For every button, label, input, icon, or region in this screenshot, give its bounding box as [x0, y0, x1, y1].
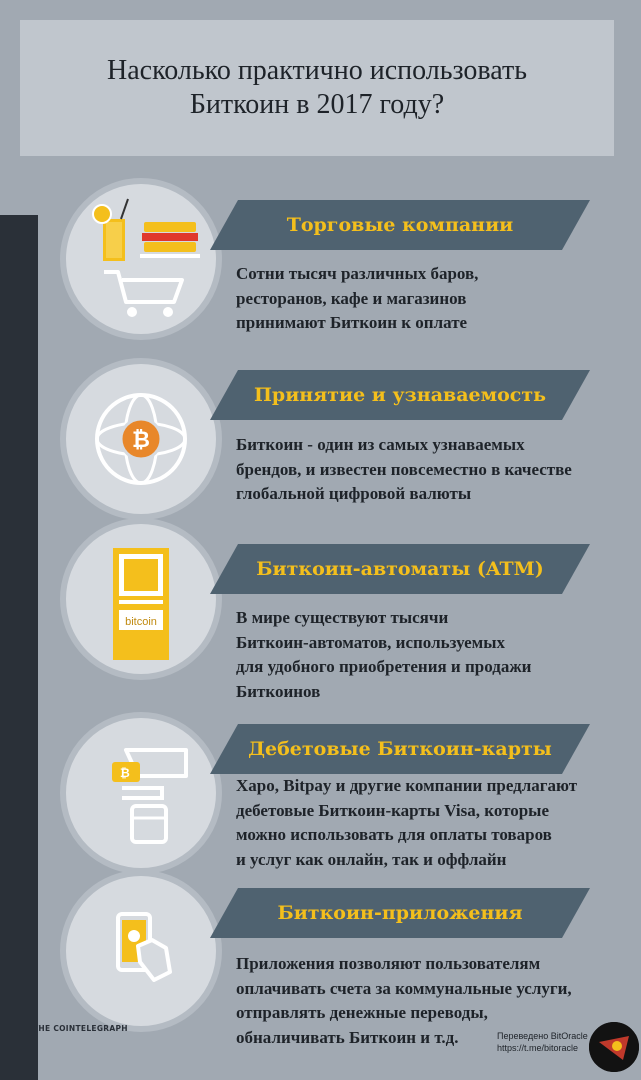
section-icon-circle — [60, 870, 222, 1032]
description-line: принимают Биткоин к оплате — [236, 313, 468, 332]
svg-text:₿: ₿ — [132, 428, 150, 453]
cointelegraph-logo: THE COINTELEGRAPH — [8, 1018, 128, 1038]
description-line: ресторанов, кафе и магазинов — [236, 288, 467, 308]
section-heading-banner: Биткоин-автоматы (ATM) — [210, 544, 590, 594]
description-line: обналичивать Биткоин и т.д. — [236, 1027, 459, 1047]
description-line: В мире существуют тысячи — [236, 608, 449, 627]
atm-bitcoin-label: bitcoin — [125, 616, 157, 628]
section-heading-banner: Биткоин-приложения — [210, 888, 590, 938]
description-line: для удобного приобретения и продажи — [236, 657, 532, 676]
svg-text:₿: ₿ — [120, 766, 130, 780]
bitoracle-logo-icon — [589, 1022, 639, 1072]
section-icon-circle: ₿ — [60, 358, 222, 520]
section-icon-circle: bitcoin — [60, 518, 222, 680]
credit-line: Переведено BitOracle — [497, 1031, 588, 1041]
description-line: Сотни тысяч различных баров, — [236, 264, 479, 283]
bitcoin-atm-icon: bitcoin — [113, 548, 169, 660]
section-description: Сотни тысяч различных баров, ресторанов,… — [236, 262, 636, 336]
section-heading-banner: Торговые компании — [210, 200, 590, 250]
section-description: В мире существуют тысячи Биткоин-автомат… — [236, 606, 636, 704]
section-description: Биткоин - один из самых узнаваемых бренд… — [236, 433, 636, 507]
mobile-app-icon — [116, 912, 172, 982]
section-heading-banner: Принятие и узнаваемость — [210, 370, 590, 420]
description-line: Xapo, Bitpay и другие компании предлагаю… — [236, 776, 578, 795]
dark-side-strip — [0, 215, 38, 1080]
description-line: и услуг как онлайн, так и оффлайн — [236, 849, 507, 869]
credit-link[interactable]: https://t.me/bitoracle — [497, 1043, 579, 1053]
section-icon-circle — [60, 178, 222, 340]
title-box: Насколько практично использовать Биткоин… — [20, 20, 614, 156]
description-line: брендов, и известен повсеместно в качест… — [236, 459, 572, 479]
translation-credit: Переведено BitOracle https://t.me/bitora… — [497, 1030, 588, 1054]
description-line: отправлять денежные переводы, — [236, 1003, 488, 1022]
shopping-icon — [92, 198, 200, 317]
section-heading: Дебетовые Биткоин-карты — [248, 738, 552, 760]
description-line: Биткоинов — [236, 681, 321, 701]
debit-card-icon: ₿ — [112, 748, 188, 844]
bitoracle-avatar — [589, 1022, 639, 1072]
section-heading: Торговые компании — [286, 214, 514, 236]
description-line: можно использовать для оплаты товаров — [236, 825, 552, 844]
description-line: оплачивать счета за коммунальные услуги, — [236, 978, 572, 998]
section-heading: Биткоин-приложения — [277, 902, 523, 924]
section-heading: Биткоин-автоматы (ATM) — [256, 558, 544, 580]
page-title-line-2: Биткоин в 2017 году? — [189, 89, 445, 120]
section-heading: Принятие и узнаваемость — [253, 384, 547, 406]
cointelegraph-logo-icon — [9, 1021, 25, 1037]
cointelegraph-logo-text: THE COINTELEGRAPH — [33, 1023, 128, 1033]
page-title-line-1: Насколько практично использовать — [107, 55, 527, 86]
section-icon-circle: ₿ — [60, 712, 222, 874]
bitcoin-globe-icon: ₿ — [95, 393, 187, 485]
description-line: Приложения позволяют пользователям — [236, 954, 541, 973]
description-line: дебетовые Биткоин-карты Visa, которые — [236, 800, 549, 820]
description-line: Биткоин-автоматов, используемых — [236, 632, 505, 652]
section-description: Xapo, Bitpay и другие компании предлагаю… — [236, 774, 636, 872]
description-line: Биткоин - один из самых узнаваемых — [236, 435, 525, 454]
description-line: глобальной цифровой валюты — [236, 484, 472, 503]
section-heading-banner: Дебетовые Биткоин-карты — [210, 724, 590, 774]
section-description: Приложения позволяют пользователям оплач… — [236, 952, 636, 1050]
